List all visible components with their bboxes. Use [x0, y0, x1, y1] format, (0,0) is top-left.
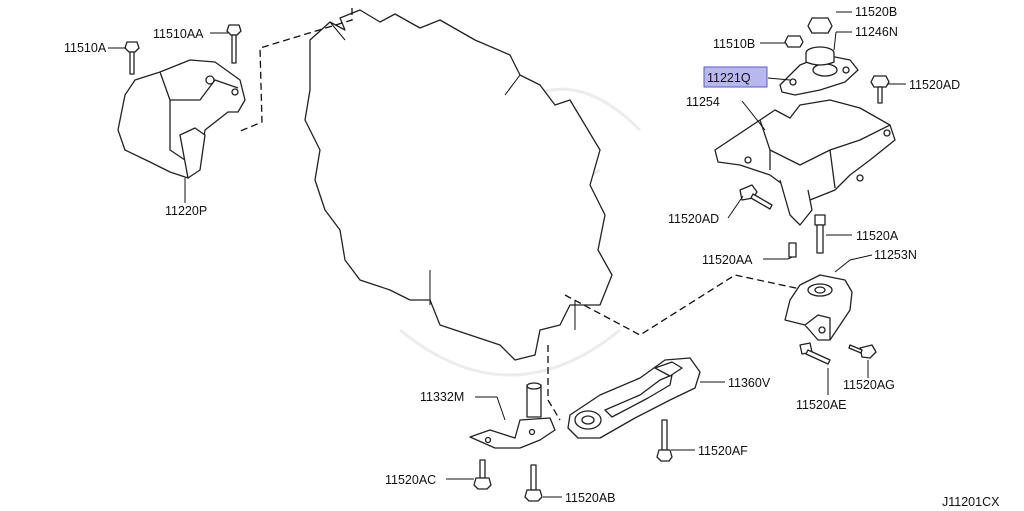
label-11520AF[interactable]: 11520AF — [698, 444, 748, 458]
label-11520A[interactable]: 11520A — [856, 229, 899, 243]
dashed-reference-lines — [237, 8, 806, 421]
part-labels: 11510A 11510AA 11220P 11520B 11246N 1151… — [64, 5, 1000, 509]
bolt-11520A[interactable] — [814, 214, 826, 254]
label-11254[interactable]: 11254 — [686, 95, 720, 109]
bolt-11520AB[interactable] — [524, 464, 543, 502]
label-11520AB[interactable]: 11520AB — [565, 491, 616, 505]
label-11510AA[interactable]: 11510AA — [153, 27, 204, 41]
label-11520AE[interactable]: 11520AE — [796, 398, 847, 412]
bolt-11520AA[interactable] — [788, 242, 797, 258]
label-11510B[interactable]: 11510B — [713, 37, 755, 51]
leader-lines — [108, 11, 906, 498]
part-11220P-left-mount[interactable] — [117, 59, 246, 200]
part-11246N-stopper[interactable] — [805, 46, 835, 66]
label-11221Q-highlight[interactable]: 11221Q — [703, 66, 768, 88]
engine-block-outline — [304, 9, 613, 361]
part-11253N-mount[interactable] — [784, 274, 853, 341]
bolt-11520AF[interactable] — [656, 419, 673, 462]
bolt-11520AG[interactable] — [848, 344, 877, 359]
label-11520B[interactable]: 11520B — [855, 5, 897, 19]
part-11360V-torque-rod[interactable] — [567, 357, 701, 439]
label-11520AA[interactable]: 11520AA — [702, 253, 753, 267]
part-11254-bracket[interactable] — [714, 99, 896, 226]
label-11520AG[interactable]: 11520AG — [843, 378, 895, 392]
bolt-11510AA[interactable] — [226, 24, 242, 64]
label-11520AD-left[interactable]: 11520AD — [668, 212, 719, 226]
label-11510A[interactable]: 11510A — [64, 41, 107, 55]
label-11253N[interactable]: 11253N — [874, 248, 917, 262]
label-11520AC[interactable]: 11520AC — [385, 473, 436, 487]
label-11332M[interactable]: 11332M — [420, 390, 464, 404]
bolt-11520AC[interactable] — [473, 459, 492, 490]
part-11332M-bracket[interactable] — [469, 382, 556, 449]
label-11220P[interactable]: 11220P — [165, 204, 207, 218]
label-11246N[interactable]: 11246N — [855, 25, 898, 39]
nut-11520B[interactable] — [807, 17, 833, 34]
diagram-id: J11201CX — [942, 495, 1000, 509]
bolt-11510B[interactable] — [784, 35, 804, 48]
bolt-11520AE[interactable] — [799, 342, 831, 365]
bolt-11520AD-left[interactable] — [739, 184, 773, 210]
label-11360V[interactable]: 11360V — [728, 376, 771, 390]
label-11520AD-top[interactable]: 11520AD — [909, 78, 960, 92]
bolt-11520AD-top[interactable] — [870, 75, 890, 104]
label-11221Q[interactable]: 11221Q — [707, 71, 751, 85]
bolt-11510A[interactable] — [124, 41, 140, 75]
